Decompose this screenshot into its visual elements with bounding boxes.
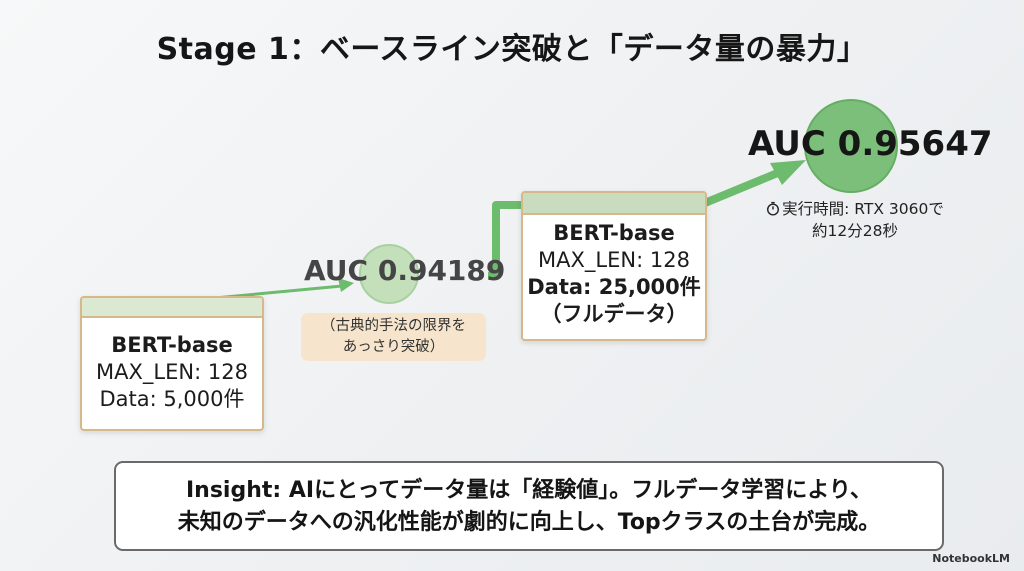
card-header-band	[523, 193, 705, 215]
arrowhead-2	[770, 160, 806, 185]
brand-label: NotebookLM	[932, 552, 1010, 565]
max-len-value: MAX_LEN: 128	[538, 248, 690, 272]
insight-line-1: Insight: AIにとってデータ量は「経験値」。フルデータ学習により、	[185, 478, 872, 503]
auc-circle-small	[359, 244, 419, 304]
runtime-line-2: 約12分28秒	[812, 222, 898, 240]
model-name: BERT-base	[553, 221, 675, 245]
runtime-line-1: 実行時間: RTX 3060で	[782, 200, 944, 218]
auc-score-2: AUC 0.95647	[748, 124, 993, 164]
note-line-1: （古典的手法の限界を	[321, 318, 466, 334]
note-line-2: あっさり突破）	[342, 339, 445, 355]
arrowhead-1	[338, 278, 354, 292]
stage2-card: BERT-base MAX_LEN: 128 Data: 25,000件 （フル…	[521, 191, 707, 341]
auc-circle-large	[804, 99, 898, 193]
data-note: （フルデータ）	[540, 302, 688, 326]
insight-box: Insight: AIにとってデータ量は「経験値」。フルデータ学習により、 未知…	[114, 461, 944, 551]
auc1-note-badge: （古典的手法の限界を あっさり突破）	[301, 313, 486, 361]
data-size: Data: 25,000件	[527, 275, 701, 299]
runtime-info: 実行時間: RTX 3060で 約12分28秒	[755, 198, 955, 242]
stopwatch-icon	[766, 198, 780, 220]
step-arrow-to-stage2	[488, 168, 782, 280]
page-title: Stage 1：ベースライン突破と「データ量の暴力」	[156, 32, 868, 67]
stage1-card: BERT-base MAX_LEN: 128 Data: 5,000件	[80, 296, 264, 431]
model-name: BERT-base	[111, 333, 233, 357]
max-len-value: MAX_LEN: 128	[96, 360, 248, 384]
auc-score-1: AUC 0.94189	[304, 254, 506, 287]
insight-line-2: 未知のデータへの汎化性能が劇的に向上し、Topクラスの土台が完成。	[177, 510, 881, 535]
card-header-band	[82, 298, 262, 318]
data-size: Data: 5,000件	[99, 387, 245, 411]
